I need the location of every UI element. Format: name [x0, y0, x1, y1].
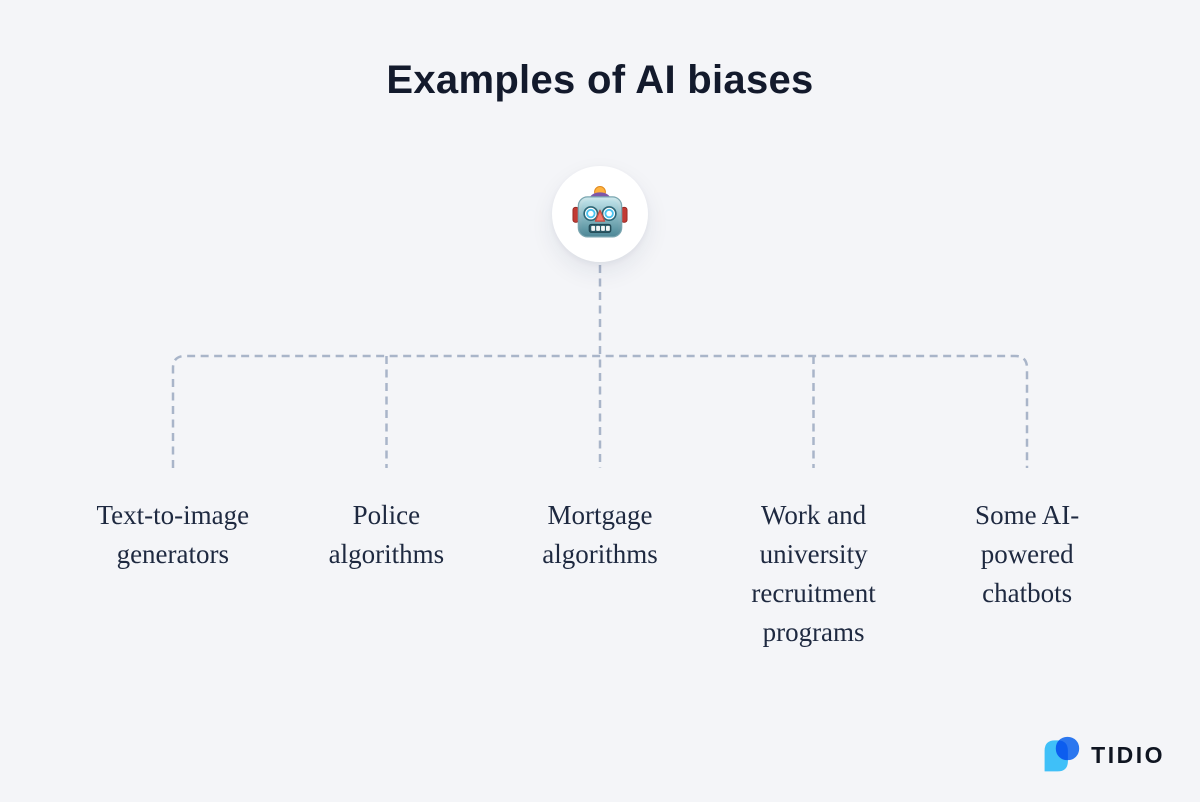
- connector-bracket: [171, 354, 1029, 468]
- brand-watermark: TIDIO: [1042, 736, 1165, 774]
- brand-name: TIDIO: [1091, 741, 1165, 768]
- robot-face-icon: [572, 186, 628, 238]
- tidio-logo-dark-bubble: [1055, 736, 1080, 761]
- label-text-to-image-generators: Text-to-image generators: [96, 500, 250, 569]
- label-ai-powered-chatbots: Some AI- powered chatbots: [975, 500, 1080, 608]
- branch-labels: Text-to-image generators Police algorith…: [66, 496, 1134, 652]
- tidio-logo-icon: [1044, 736, 1080, 772]
- label-mortgage-algorithms: Mortgage algorithms: [542, 500, 658, 569]
- label-recruitment-programs: Work and university recruitment programs: [751, 500, 876, 647]
- page-title: Examples of AI biases: [386, 58, 814, 102]
- root-node-badge: [552, 166, 648, 262]
- label-police-algorithms: Police algorithms: [328, 500, 445, 569]
